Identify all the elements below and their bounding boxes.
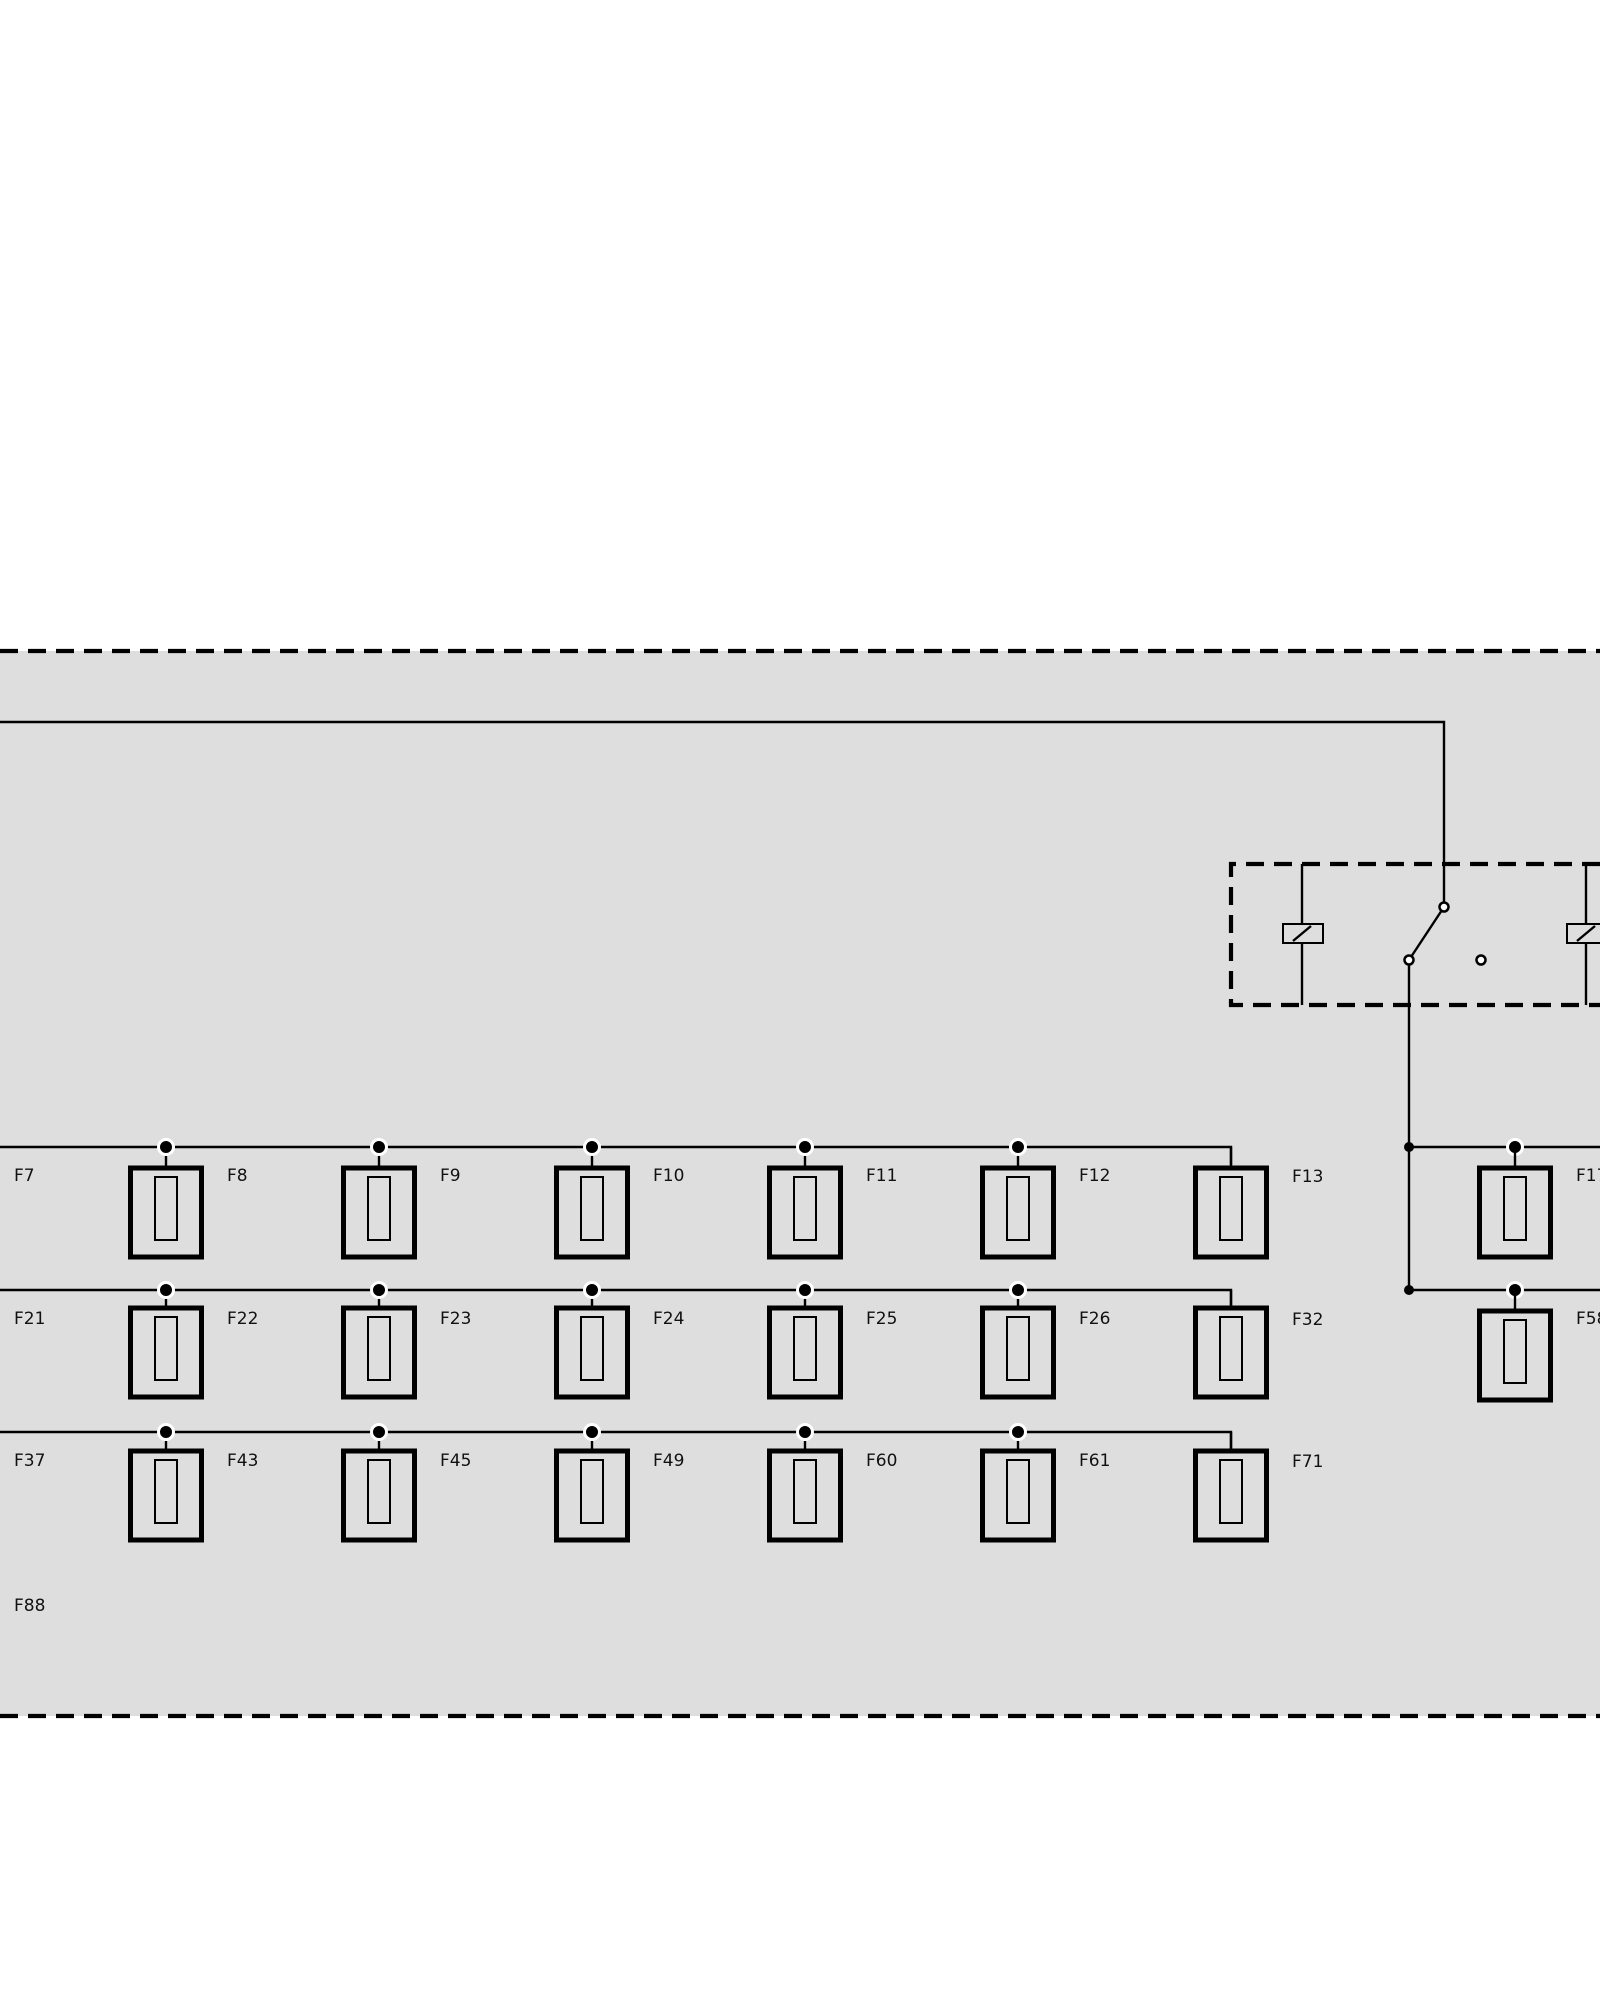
fuse-label-f13: F13 bbox=[1292, 1167, 1323, 1187]
fuse-label-f8: F8 bbox=[227, 1166, 248, 1186]
fuse-f10 bbox=[554, 1147, 630, 1260]
fuse-f58 bbox=[1477, 1290, 1553, 1403]
fuse-f32-element bbox=[1219, 1316, 1243, 1381]
fuse-f8-element bbox=[154, 1176, 178, 1241]
relay-bus-junction-row-1 bbox=[1404, 1142, 1414, 1152]
fuse-label-f21: F21 bbox=[14, 1309, 45, 1329]
bus-node-f25 bbox=[796, 1281, 814, 1299]
bus-node-f10 bbox=[583, 1138, 601, 1156]
bus-node-f49 bbox=[583, 1423, 601, 1441]
bus-node-f60 bbox=[796, 1423, 814, 1441]
fuse-f9 bbox=[341, 1147, 417, 1260]
fuse-f26 bbox=[980, 1290, 1056, 1400]
fuse-label-f26: F26 bbox=[1079, 1309, 1110, 1329]
fuse-label-f24: F24 bbox=[653, 1309, 684, 1329]
fuse-f43 bbox=[128, 1432, 204, 1543]
relay-bus-junction-row-2 bbox=[1404, 1285, 1414, 1295]
fuse-label-f7: F7 bbox=[14, 1166, 35, 1186]
fuse-grid bbox=[128, 1138, 1553, 1543]
fuse-label-f88: F88 bbox=[14, 1596, 45, 1616]
fuse-f23-element bbox=[367, 1316, 391, 1381]
right-bus-wires bbox=[1404, 1138, 1600, 1299]
fuse-f13 bbox=[1193, 1147, 1269, 1260]
bus-node-f24 bbox=[583, 1281, 601, 1299]
fuse-label-f49: F49 bbox=[653, 1451, 684, 1471]
fuse-label-f60: F60 bbox=[866, 1451, 897, 1471]
fuse-f49 bbox=[554, 1432, 630, 1543]
fuse-f8 bbox=[128, 1147, 204, 1260]
bus-node-f12 bbox=[1009, 1138, 1027, 1156]
fuse-f9-element bbox=[367, 1176, 391, 1241]
fuse-label-f12: F12 bbox=[1079, 1166, 1110, 1186]
fuse-f45 bbox=[341, 1432, 417, 1543]
fuse-label-f25: F25 bbox=[866, 1309, 897, 1329]
fuse-f60-element bbox=[793, 1459, 817, 1524]
fuse-label-f32: F32 bbox=[1292, 1310, 1323, 1330]
fuse-f24 bbox=[554, 1290, 630, 1400]
relay-coil-left bbox=[1282, 864, 1324, 1005]
fuse-f26-element bbox=[1006, 1316, 1030, 1381]
relay-switch bbox=[1403, 901, 1487, 966]
fuse-f60 bbox=[767, 1432, 843, 1543]
fuse-f25-element bbox=[793, 1316, 817, 1381]
fuse-f10-element bbox=[580, 1176, 604, 1241]
relay-box-border bbox=[1228, 861, 1600, 1008]
relay-coil-right bbox=[1566, 864, 1600, 1005]
fuse-f71 bbox=[1193, 1432, 1269, 1543]
fuse-f11 bbox=[767, 1147, 843, 1260]
fuse-f49-element bbox=[580, 1459, 604, 1524]
bus-node-f22 bbox=[157, 1281, 175, 1299]
fuse-label-f45: F45 bbox=[440, 1451, 471, 1471]
fuse-f61 bbox=[980, 1432, 1056, 1543]
fuse-f11-element bbox=[793, 1176, 817, 1241]
fuse-label-f71: F71 bbox=[1292, 1452, 1323, 1472]
fuse-label-f61: F61 bbox=[1079, 1451, 1110, 1471]
bus-node-f8 bbox=[157, 1138, 175, 1156]
fuse-f17 bbox=[1477, 1147, 1553, 1260]
top-feed-wire bbox=[0, 720, 1446, 907]
fuse-f45-element bbox=[367, 1459, 391, 1524]
fuse-label-f43: F43 bbox=[227, 1451, 258, 1471]
fuse-f12 bbox=[980, 1147, 1056, 1260]
bus-node-f26 bbox=[1009, 1281, 1027, 1299]
bus-node-f61 bbox=[1009, 1423, 1027, 1441]
fuse-label-f23: F23 bbox=[440, 1309, 471, 1329]
fuse-label-f17: F17 bbox=[1576, 1166, 1600, 1186]
fuse-label-f10: F10 bbox=[653, 1166, 684, 1186]
switch-terminal-top bbox=[1438, 901, 1450, 913]
fuse-f22-element bbox=[154, 1316, 178, 1381]
bus-node-f43 bbox=[157, 1423, 175, 1441]
switch-terminal-common bbox=[1403, 954, 1415, 966]
fuse-f32 bbox=[1193, 1290, 1269, 1400]
fuse-label-f58: F58 bbox=[1576, 1309, 1600, 1329]
fuse-f58-element bbox=[1503, 1319, 1527, 1384]
fuse-f13-element bbox=[1219, 1176, 1243, 1241]
fuse-f61-element bbox=[1006, 1459, 1030, 1524]
fuse-f24-element bbox=[580, 1316, 604, 1381]
fuse-f43-element bbox=[154, 1459, 178, 1524]
bus-node-f45 bbox=[370, 1423, 388, 1441]
switch-terminal-open bbox=[1475, 954, 1487, 966]
fuse-f12-element bbox=[1006, 1176, 1030, 1241]
fuse-f25 bbox=[767, 1290, 843, 1400]
fuse-f23 bbox=[341, 1290, 417, 1400]
fuse-label-f11: F11 bbox=[866, 1166, 897, 1186]
fuse-f17-element bbox=[1503, 1176, 1527, 1241]
fuse-label-f37: F37 bbox=[14, 1451, 45, 1471]
fuse-f71-element bbox=[1219, 1459, 1243, 1524]
fuse-f22 bbox=[128, 1290, 204, 1400]
bus-node-f9 bbox=[370, 1138, 388, 1156]
bus-node-f11 bbox=[796, 1138, 814, 1156]
relay-module bbox=[1228, 861, 1600, 1008]
bus-node-f23 bbox=[370, 1281, 388, 1299]
fuse-label-f9: F9 bbox=[440, 1166, 461, 1186]
fuse-labels: F7F8F9F10F11F12F13F17F21F22F23F24F25F26F… bbox=[14, 1166, 1600, 1616]
fuse-label-f22: F22 bbox=[227, 1309, 258, 1329]
